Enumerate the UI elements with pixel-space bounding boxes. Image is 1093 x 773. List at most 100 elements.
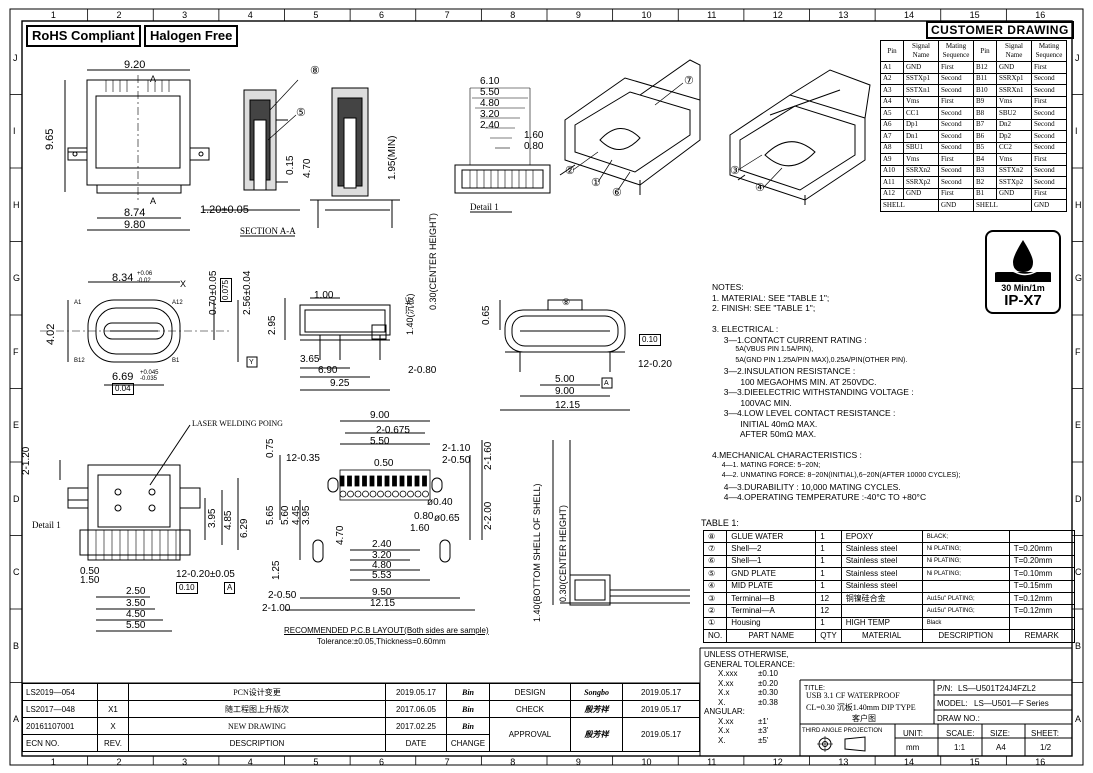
scale-label: SCALE: bbox=[946, 729, 975, 738]
zone-number-top: 1 bbox=[50, 10, 56, 20]
table1-cell: HIGH TEMP bbox=[840, 616, 923, 631]
table1-cell: MID PLATE bbox=[726, 579, 817, 593]
callout-8-end: ⑧ bbox=[562, 297, 571, 307]
table1-cell: PART NAME bbox=[726, 629, 817, 643]
approval-cell: 2019.05.17 bbox=[622, 717, 700, 752]
table1-cell: NO. bbox=[702, 629, 728, 643]
zone-number-top: 2 bbox=[116, 10, 122, 20]
dim-side-7: 9.25 bbox=[330, 378, 350, 389]
pin-table-cell: Second bbox=[1031, 141, 1067, 154]
pcb-pad bbox=[377, 475, 382, 487]
dim-bottom-6: 1.50 bbox=[80, 575, 100, 586]
size-label: SIZE: bbox=[990, 729, 1011, 738]
tolerance-title: UNLESS OTHERWISE, GENERAL TOLERANCE: bbox=[704, 650, 795, 669]
pcb-pad bbox=[392, 475, 397, 487]
pin-table-cell: GND bbox=[1031, 199, 1067, 212]
dim-pcb-21: 3.20 bbox=[372, 550, 392, 561]
pcb-hole bbox=[354, 490, 362, 498]
tolerance-row: X.xxx±0.10 bbox=[718, 669, 778, 678]
table1-cell: 1 bbox=[815, 616, 842, 631]
dim-bottom-11: 5.50 bbox=[126, 620, 146, 631]
zone-letter-right: A bbox=[1075, 714, 1082, 725]
halogen-free-badge: Halogen Free bbox=[144, 25, 239, 47]
pn-label: P/N: bbox=[937, 684, 953, 693]
title-label: TITLE: bbox=[804, 685, 826, 692]
zone-number-bottom: 13 bbox=[838, 757, 849, 767]
table1-cell: T=0.20mm bbox=[1008, 542, 1075, 556]
pin-table-cell: First bbox=[1031, 153, 1067, 166]
note-line: 3—2.INSULATION RESISTANCE : bbox=[712, 366, 856, 376]
pin-table-cell: Second bbox=[1031, 164, 1067, 177]
dim-end-5: 12-0.20 bbox=[638, 359, 672, 370]
customer-drawing-title: CUSTOMER DRAWING bbox=[926, 21, 1074, 39]
datum-a-end: A bbox=[604, 380, 609, 387]
pin-table-cell: First bbox=[1031, 187, 1067, 200]
pcb-pad bbox=[339, 475, 345, 487]
note-line: NOTES: bbox=[712, 282, 744, 292]
revision-cell: CHANGE bbox=[446, 734, 490, 752]
pin-table-cell: B7 bbox=[973, 118, 997, 131]
zone-letter-right: B bbox=[1075, 640, 1082, 651]
pin-a12-label: A12 bbox=[172, 300, 183, 306]
table1-cell bbox=[1008, 616, 1075, 631]
dim-detail-2: 5.50 bbox=[480, 87, 500, 98]
pcb-hole bbox=[384, 490, 392, 498]
zone-number-top: 5 bbox=[313, 10, 319, 20]
table1-cell: T=0.10mm bbox=[1008, 567, 1075, 581]
pcb-pad bbox=[399, 475, 405, 487]
ip-class: IP-X7 bbox=[1004, 292, 1042, 309]
table1-cell: ② bbox=[702, 604, 728, 618]
table1-cell: EPOXY bbox=[840, 529, 923, 544]
note-line: 2. FINISH: SEE "TABLE 1"; bbox=[712, 303, 816, 313]
zone-letter-left: A bbox=[13, 714, 20, 725]
zone-number-top: 16 bbox=[1035, 10, 1046, 20]
dim-bottom-5: 0.50 bbox=[80, 566, 100, 577]
dim-bottom-10: 4.50 bbox=[126, 609, 146, 620]
tolerance-row: X.±0.38 bbox=[718, 697, 778, 707]
zone-number-bottom: 14 bbox=[903, 757, 914, 767]
pin-table-cell: SHELL bbox=[973, 199, 1032, 212]
note-line: 4—1. MATING FORCE: 5~20N; bbox=[712, 461, 821, 469]
pin-table-cell: GND bbox=[996, 187, 1032, 200]
dim-pcb-3: 5.50 bbox=[370, 436, 390, 447]
pcb-hole bbox=[392, 490, 399, 498]
table1-cell: QTY bbox=[815, 629, 842, 643]
zone-number-top: 7 bbox=[444, 10, 450, 20]
datum-x-front: X bbox=[180, 279, 187, 289]
dim-pcb-13: 1.60 bbox=[410, 523, 430, 534]
table1-cell: T=0.12mm bbox=[1008, 604, 1075, 618]
zone-number-bottom: 5 bbox=[313, 757, 319, 767]
zone-letter-left: G bbox=[13, 273, 21, 284]
zone-number-bottom: 1 bbox=[50, 757, 56, 767]
tol-frame-bottom: 0.10 bbox=[176, 582, 198, 594]
pin-table-cell: Second bbox=[938, 130, 974, 143]
dim-top-width-2: 8.74 bbox=[124, 207, 146, 219]
pcb-pad bbox=[354, 475, 360, 487]
zone-letter-right: I bbox=[1075, 126, 1078, 137]
pcb-pad bbox=[362, 475, 367, 487]
zone-number-top: 15 bbox=[969, 10, 980, 20]
dim-pcb-22: 4.80 bbox=[372, 560, 392, 571]
zone-number-bottom: 10 bbox=[641, 757, 652, 767]
pin-table-cell: Second bbox=[1031, 130, 1067, 143]
note-line: 4—4.OPERATING TEMPERATURE :-40°C TO +80°… bbox=[712, 492, 927, 502]
dim-detail-4: 3.20 bbox=[480, 109, 500, 120]
pin-table-header: Mating Sequence bbox=[1031, 40, 1067, 62]
pin-table-cell: SSTXn2 bbox=[996, 164, 1032, 177]
notes-block: NOTES:1. MATERIAL: SEE "TABLE 1";2. FINI… bbox=[712, 282, 960, 503]
zone-number-top: 11 bbox=[707, 10, 717, 20]
table1-cell: ⑦ bbox=[702, 542, 728, 556]
pin-table-cell: CC2 bbox=[996, 141, 1032, 154]
